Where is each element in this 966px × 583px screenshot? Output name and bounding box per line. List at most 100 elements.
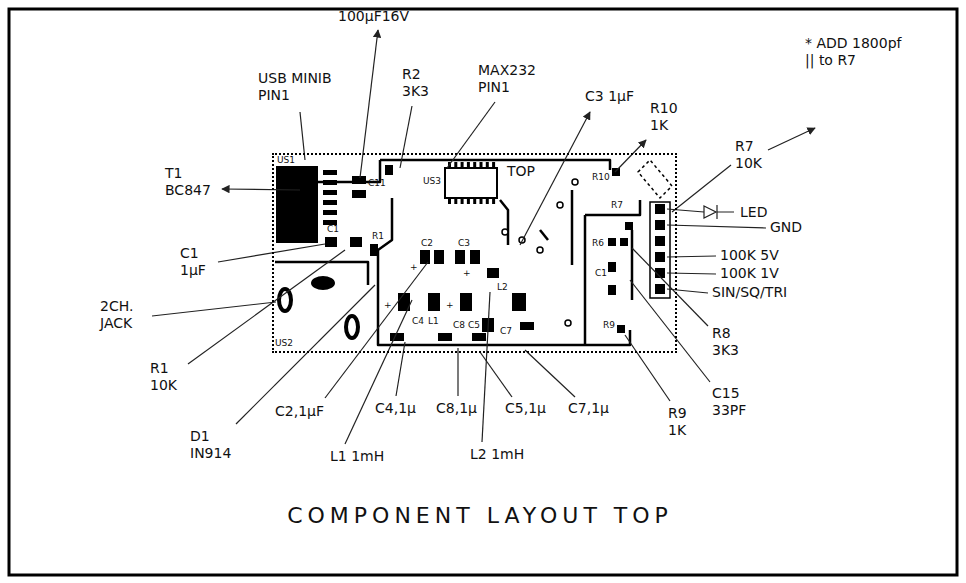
silkscreen-label: + (384, 300, 392, 311)
pad (370, 244, 378, 256)
pad (487, 268, 499, 278)
silkscreen-label: US1 (277, 155, 295, 166)
via (572, 179, 578, 185)
silkscreen-label: C2 (421, 238, 433, 249)
leader-line (667, 209, 704, 212)
led-outline (638, 160, 672, 198)
silkscreen-label: C8 (453, 320, 465, 331)
silkscreen-label: C5 (468, 320, 480, 331)
pad (350, 237, 362, 247)
callout-label: R7 10K (735, 138, 769, 172)
callout-label: USB MINIB PIN1 (258, 70, 348, 104)
silkscreen-label: C4 (412, 316, 424, 327)
via (502, 229, 508, 235)
callout-label: GND (770, 219, 802, 236)
ic-pins (448, 198, 497, 204)
leader-line (667, 273, 716, 274)
header-pins (655, 204, 665, 296)
silkscreen-label: R10 (592, 172, 610, 183)
leader-line (667, 256, 716, 257)
silkscreen-label: US2 (275, 338, 293, 349)
leader-line (768, 128, 815, 150)
led-symbol (704, 206, 716, 218)
leader-line (615, 140, 646, 172)
callout-label: D1 IN914 (190, 428, 240, 462)
pad (352, 176, 366, 184)
leader-line (667, 225, 766, 228)
pad (438, 333, 452, 341)
callout-label: C7,1µ (568, 400, 609, 417)
callout-label: C15 33PF (712, 385, 756, 419)
silkscreen-label: + (463, 268, 471, 279)
leader-line (325, 262, 428, 398)
track (378, 198, 630, 345)
callout-label: 2CH. JACK (100, 298, 146, 332)
pad (385, 165, 393, 175)
silkscreen-label: R1 (372, 231, 384, 242)
pad (325, 237, 337, 247)
leader-line (447, 102, 495, 168)
silkscreen-label: + (446, 300, 454, 311)
silkscreen-label: + (410, 262, 418, 273)
leader-line (345, 300, 412, 444)
pad (620, 238, 628, 246)
callout-label: C5,1µ (505, 400, 546, 417)
board-side-label: TOP (507, 163, 535, 180)
silkscreen-label: C11 (368, 178, 386, 189)
pad (520, 322, 534, 330)
pad (625, 222, 633, 230)
pad (608, 285, 616, 295)
track (500, 200, 508, 245)
silkscreen-label: R7 (611, 200, 623, 211)
jack-hole (312, 277, 334, 289)
leader-line (632, 248, 708, 326)
pad (472, 333, 486, 341)
leader-line (525, 350, 575, 397)
led-symbol (717, 205, 734, 219)
callout-label: 100K 1V (720, 265, 779, 282)
leader-line (222, 189, 300, 190)
callout-label: C3 1µF (585, 88, 634, 105)
leader-line (625, 335, 670, 401)
leader-line (396, 342, 405, 396)
leader-lines (152, 30, 815, 444)
callout-label: L1 1mH (330, 448, 384, 465)
leader-line (236, 285, 375, 424)
callout-label: C1 1µF (180, 245, 214, 279)
track (585, 200, 640, 215)
silkscreen-label: C1 (327, 224, 339, 235)
pad (612, 168, 620, 176)
silkscreen-label: C3 (458, 238, 470, 249)
callout-label: 100µF16V (338, 8, 409, 25)
leader-line (400, 106, 412, 168)
ic-pins (448, 162, 497, 168)
pad (512, 293, 526, 311)
silkscreen-label: R6 (592, 238, 604, 249)
callout-label: L2 1mH (470, 446, 524, 463)
pad (420, 250, 430, 264)
pad (434, 250, 444, 264)
pad (428, 293, 440, 311)
pad (470, 250, 480, 264)
callout-label: R2 3K3 (402, 66, 436, 100)
pads (325, 165, 633, 341)
track (631, 230, 634, 300)
track (571, 190, 574, 265)
usb-connector (276, 166, 318, 243)
callout-label: R1 10K (150, 360, 184, 394)
callout-label: LED (740, 204, 767, 221)
pad (617, 325, 625, 333)
callout-label: C4,1µ (375, 400, 416, 417)
ic-body (445, 168, 497, 198)
silkscreen-label: L1 (428, 316, 439, 327)
silkscreen-label: US3 (423, 176, 441, 187)
pad (352, 190, 366, 198)
leader-line (457, 348, 458, 396)
callout-label: * ADD 1800pf || to R7 (805, 35, 915, 69)
silkscreen-label: R9 (603, 320, 615, 331)
vias (502, 179, 578, 326)
silkscreen-label: L2 (497, 282, 508, 293)
track (540, 230, 548, 240)
leader-line (360, 30, 378, 178)
